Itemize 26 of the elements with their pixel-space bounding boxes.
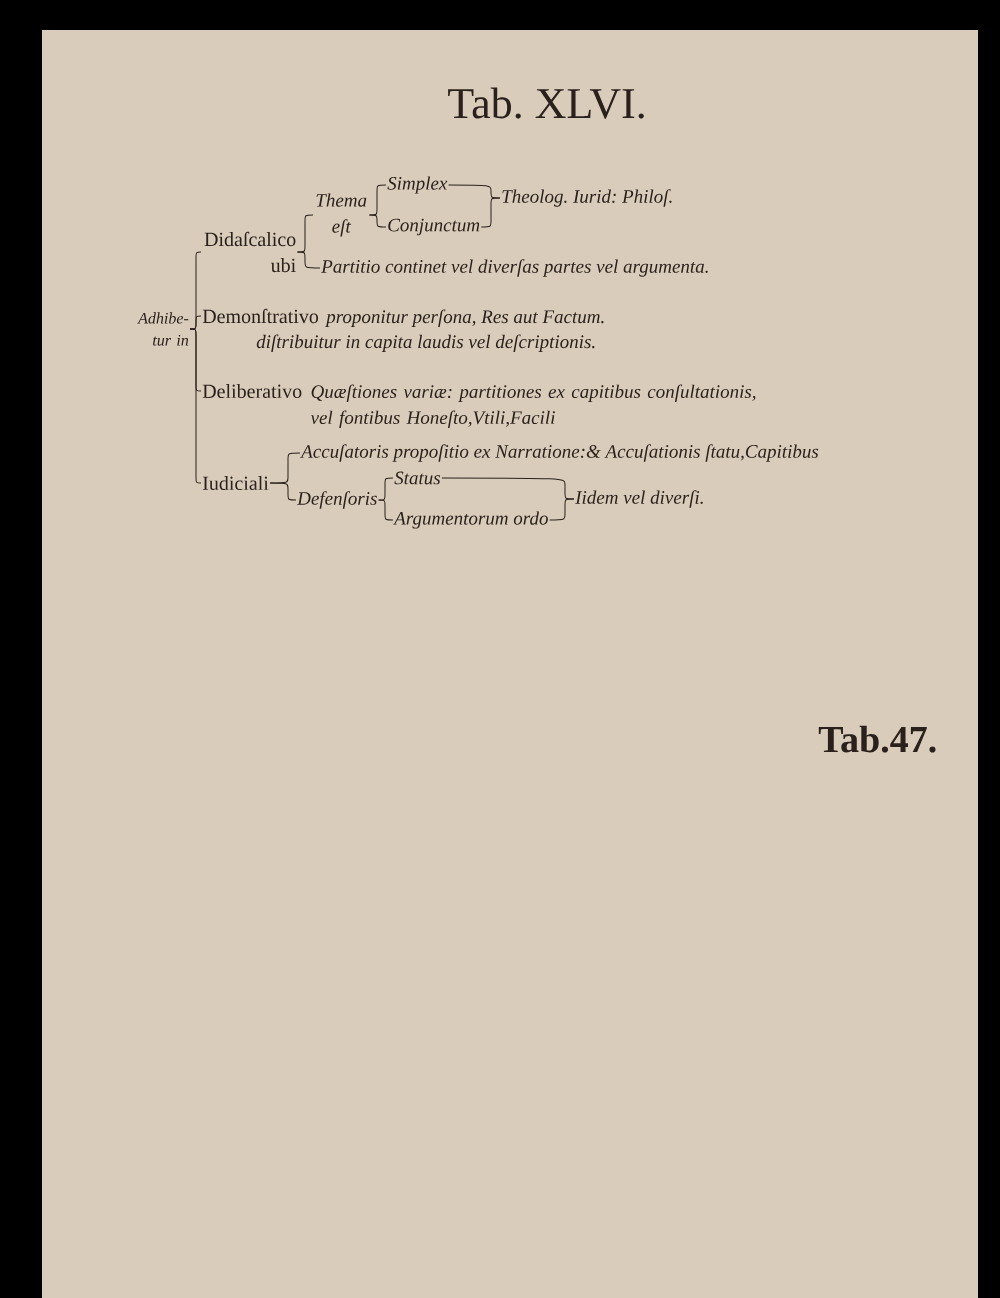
term-label: Simplex	[387, 176, 448, 194]
catchword: Tab.47.	[818, 725, 936, 753]
page-title: Tab. XLVI.	[448, 87, 644, 119]
note-text: Iidem vel diverſi.	[575, 490, 703, 508]
note-text: diſtribuitur in capita laudis vel deſcriptionis.	[256, 334, 595, 352]
brace	[189, 328, 202, 484]
term-label: Defenſoris	[297, 491, 377, 509]
term-label: Demonſtrativo	[202, 308, 319, 324]
term-label: Status	[394, 471, 441, 485]
term-label: Iudiciali	[202, 475, 269, 491]
brace	[296, 251, 321, 269]
note-text: Quæſtiones variæ: partitiones ex capitibus conſultationis, vel fontibus Honeſto,Vtili,Facili	[310, 384, 756, 428]
term-label: Didaſcalico ubi	[204, 231, 296, 273]
brace	[269, 482, 297, 501]
brace	[378, 499, 394, 521]
term-label: Adhibe- tur in	[137, 312, 189, 346]
brace	[368, 214, 387, 228]
term-label: Argumentorum ordo	[393, 511, 548, 529]
term-label: Thema eſt	[316, 193, 367, 237]
term-label: Deliberativo	[202, 383, 302, 399]
note-text: proponitur perſona, Res aut Factum.	[325, 309, 604, 327]
note-text: Theolog. Iurid: Philoſ.	[502, 189, 672, 207]
note-text: Accuſatoris propoſitio ex Narratione:& Accuſationis ſtatu,Capitibus	[300, 444, 819, 462]
note-text: Partitio continet vel diverſas partes vel argumenta.	[321, 259, 708, 277]
term-label: Conjunctum	[388, 218, 480, 236]
brace	[549, 498, 575, 521]
